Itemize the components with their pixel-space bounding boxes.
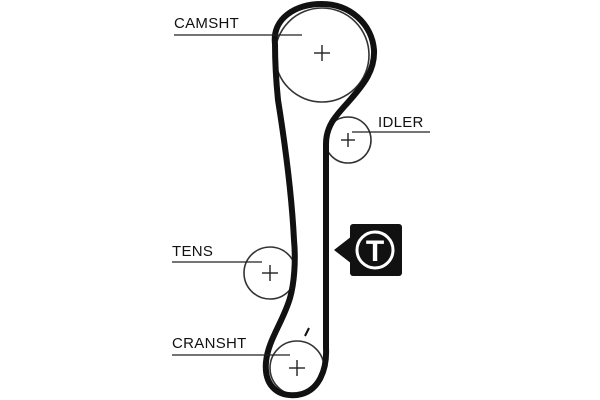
tension-badge: T [334, 224, 402, 276]
tension-badge-pointer [334, 236, 352, 264]
tensioner-pulley [243, 246, 297, 300]
tension-badge-letter: T [366, 235, 384, 268]
camshaft-label: CAMSHT [174, 15, 239, 32]
crankshaft-center-mark [289, 360, 305, 376]
tension-badge-circle [355, 230, 395, 270]
timing-belt [262, 1, 378, 399]
crankshaft-label: CRANSHT [172, 335, 247, 352]
camshaft-center-mark [314, 45, 330, 61]
camshaft-pulley [274, 7, 370, 103]
crankshaft-timing-mark [304, 327, 310, 337]
tensioner-label: TENS [172, 243, 213, 260]
tensioner-center-mark [262, 265, 278, 281]
idler-center-mark [341, 133, 355, 147]
idler-label: IDLER [378, 114, 424, 131]
